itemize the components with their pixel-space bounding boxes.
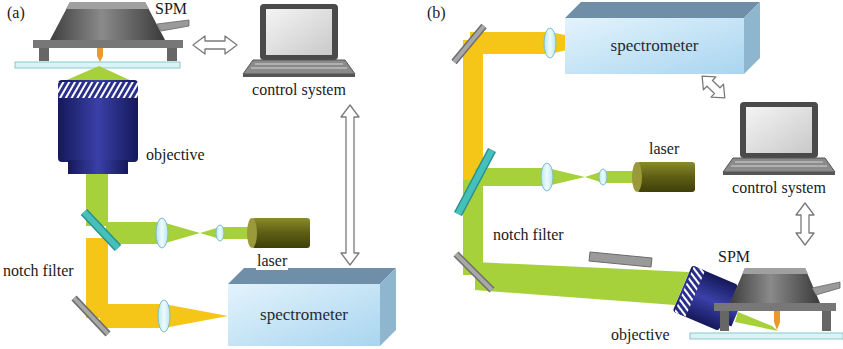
spm-node: SPM	[700, 248, 843, 334]
computer-node: control system	[240, 2, 358, 102]
spm-node: SPM	[15, 0, 190, 70]
part-label: notch filter	[492, 226, 565, 244]
node-label: control system	[252, 81, 346, 99]
node-label: SPM	[155, 0, 187, 18]
spectrometer-box: spectrometer	[565, 2, 760, 74]
part-label: objective	[610, 326, 671, 344]
double-arrow	[796, 203, 814, 245]
part-label: notch filter	[2, 262, 75, 280]
computer-node: control system	[715, 100, 843, 200]
double-arrow	[702, 76, 725, 98]
node-label: spectrometer	[260, 306, 348, 324]
part-label: laser	[256, 252, 288, 270]
part-label: objective	[145, 146, 206, 164]
part-label: (a)	[6, 4, 26, 22]
node-label: control system	[732, 179, 826, 197]
node-label: spectrometer	[611, 37, 699, 55]
part-label: (b)	[426, 4, 447, 22]
double-arrow	[341, 105, 359, 265]
double-arrow	[193, 36, 237, 54]
part-label: laser	[648, 140, 680, 158]
spectrometer-box: spectrometer	[228, 268, 396, 346]
node-label: SPM	[718, 248, 750, 266]
